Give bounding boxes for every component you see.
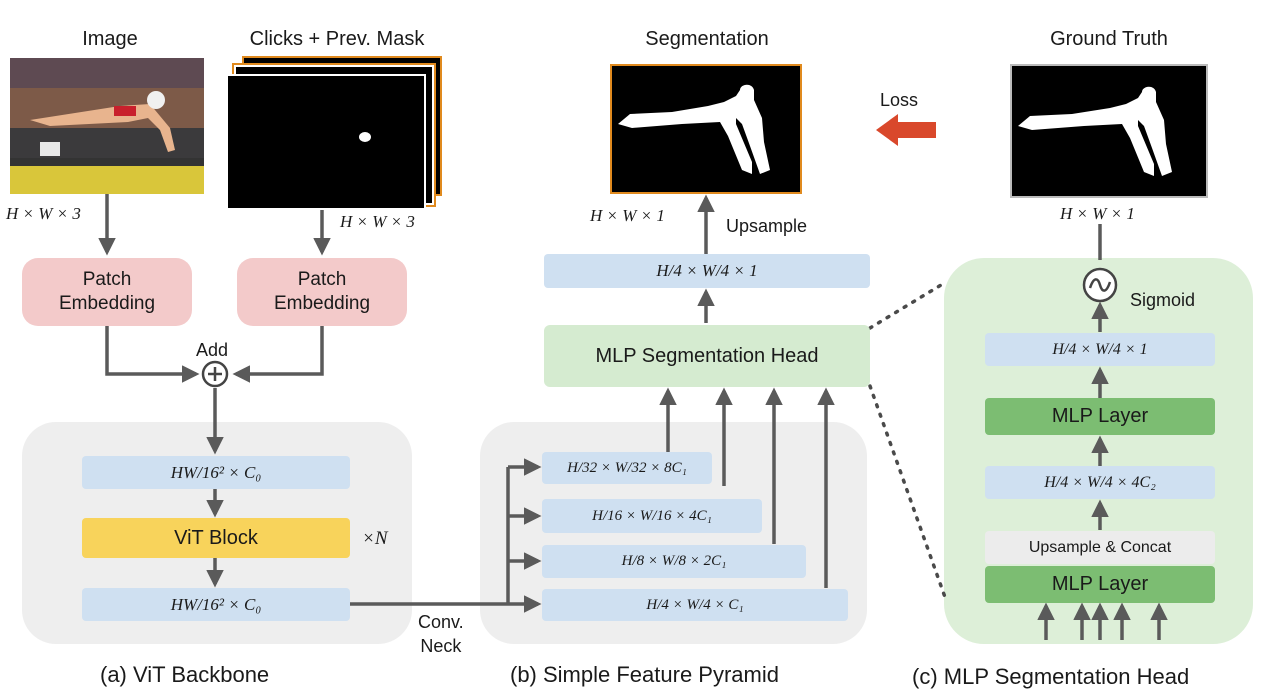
segmentation-dim-label: H × W × 1 [590,206,665,225]
image-title: Image [82,28,138,50]
patch-embedding-right-line1: Patch [297,269,347,290]
pyramid-level-16: H/16 × W/16 × 4C₁ [542,499,762,533]
loss-label: Loss [880,90,919,110]
conv-neck-line2: Neck [420,636,462,656]
ground-truth-dim-label: H × W × 1 [1060,204,1135,223]
click-point [359,132,371,142]
input-image [10,58,204,194]
detail-output: H/4 × W/4 × 1 [985,333,1215,366]
pyramid-level-32: H/32 × W/32 × 8C₁ [542,452,712,484]
caption-mlp-head: (c) MLP Segmentation Head [912,664,1190,689]
pyramid-level-4: H/4 × W/4 × C₁ [542,589,848,621]
caption-feature-pyramid: (b) Simple Feature Pyramid [510,662,779,687]
patch-embedding-left-line1: Patch [82,269,132,290]
mlp-layer-top: MLP Layer [985,398,1215,435]
patch-embedding-right: Patch Embedding [237,258,407,326]
add-label: Add [196,340,229,360]
patch-embedding-right-line2: Embedding [273,293,371,314]
vit-block: ViT Block [82,518,350,558]
conv-neck-line1: Conv. [418,612,464,632]
pyramid-level-8: H/8 × W/8 × 2C₁ [542,545,806,578]
mlp-segmentation-head: MLP Segmentation Head [544,325,870,387]
ground-truth-mask [1010,64,1208,198]
ground-truth-title: Ground Truth [1050,28,1168,50]
token-input: HW/16² × C₀ [82,456,350,489]
segmentation-output [610,64,802,194]
clicks-dim-label: H × W × 3 [340,212,415,231]
image-dim-label: H × W × 3 [6,204,81,223]
times-n-label: ×N [362,528,388,549]
conv-neck-label: Conv. Neck [418,610,464,658]
caption-vit-backbone: (a) ViT Backbone [100,662,270,687]
upsample-label: Upsample [726,216,808,236]
loss-arrow [876,114,936,146]
detail-mid: H/4 × W/4 × 4C₂ [985,466,1215,499]
sigmoid-label: Sigmoid [1130,290,1196,310]
patch-embedding-left: Patch Embedding [22,258,192,326]
mlp-layer-bottom: MLP Layer [985,566,1215,603]
patch-embedding-left-line2: Embedding [58,293,156,314]
head-output: H/4 × W/4 × 1 [544,254,870,288]
clicks-mask-image [226,74,426,210]
segmentation-title: Segmentation [645,28,769,50]
clicks-title: Clicks + Prev. Mask [249,28,425,50]
upsample-concat: Upsample & Concat [985,531,1215,564]
token-output: HW/16² × C₀ [82,588,350,621]
